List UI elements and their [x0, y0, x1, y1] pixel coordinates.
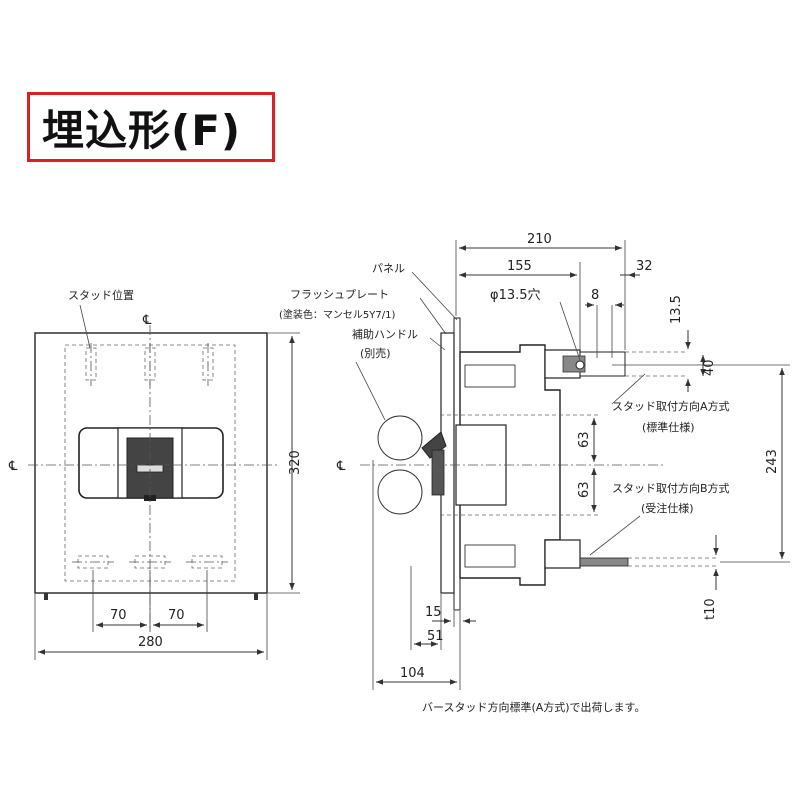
dim-63-top: 63: [577, 431, 592, 448]
front-foot-right: [254, 593, 258, 600]
page-title: 埋込形(F): [42, 105, 242, 155]
aux-handle-circle-bottom: [377, 469, 423, 515]
side-stud-bottom: [544, 539, 629, 569]
side-handle-lever: [421, 431, 447, 459]
dim-243: 243: [765, 449, 780, 474]
dim-155: 155: [507, 259, 532, 274]
front-handle-tip: [144, 495, 156, 501]
dim-t10: t10: [703, 598, 718, 620]
front-view: スタッド位置 ℄ ℄ 320 70 70 280: [8, 288, 303, 660]
paint-color-label: (塗装色：マンセル5Y7/1): [279, 308, 395, 321]
dim-104: 104: [400, 666, 425, 681]
side-body-inner-top: [464, 364, 516, 388]
stud-a-note: (標準仕様): [642, 420, 695, 434]
dim-210: 210: [527, 232, 552, 247]
front-centerline-symbol-top: ℄: [142, 313, 152, 328]
separate-sale-label: (別売): [360, 347, 391, 360]
title-box: 埋込形(F): [27, 92, 275, 162]
side-body-inner-bottom: [464, 544, 516, 568]
dim-280: 280: [138, 635, 163, 650]
dim-320: 320: [288, 450, 303, 475]
stud-b-label: スタッド取付方向B方式: [612, 481, 730, 495]
dim-63-bottom: 63: [577, 481, 592, 498]
front-foot-left: [44, 593, 48, 600]
side-handle-base: [431, 449, 445, 496]
side-centerline-symbol: ℄: [336, 459, 346, 474]
hole-label: φ13.5穴: [490, 288, 541, 303]
side-stud-top: [544, 349, 626, 379]
dim-32: 32: [636, 259, 653, 274]
stud-b-note: (受注仕様): [641, 501, 694, 515]
dim-51: 51: [427, 629, 444, 644]
dim-40: 40: [702, 359, 717, 376]
front-centerline-symbol-left: ℄: [8, 459, 18, 474]
aux-handle-label: 補助ハンドル: [352, 327, 418, 341]
dim-8: 8: [591, 288, 599, 303]
panel-label: パネル: [372, 262, 405, 275]
flush-plate-label: フラッシュプレート: [290, 288, 389, 301]
dim-13-5: 13.5: [669, 295, 684, 324]
dim-15: 15: [425, 605, 442, 620]
side-view: ℄ パネル フラッシュプレート (塗装色：マンセル5Y7/1) 補助ハンドル (…: [279, 232, 790, 690]
stud-a-label: スタッド取付方向A方式: [612, 399, 730, 413]
dim-70-left: 70: [110, 608, 127, 623]
aux-handle-circle-top: [377, 415, 423, 461]
footnote: バースタッド方向標準(A方式)で出荷します。: [422, 700, 645, 714]
dim-70-right: 70: [168, 608, 185, 623]
stud-position-label: スタッド位置: [68, 288, 134, 302]
